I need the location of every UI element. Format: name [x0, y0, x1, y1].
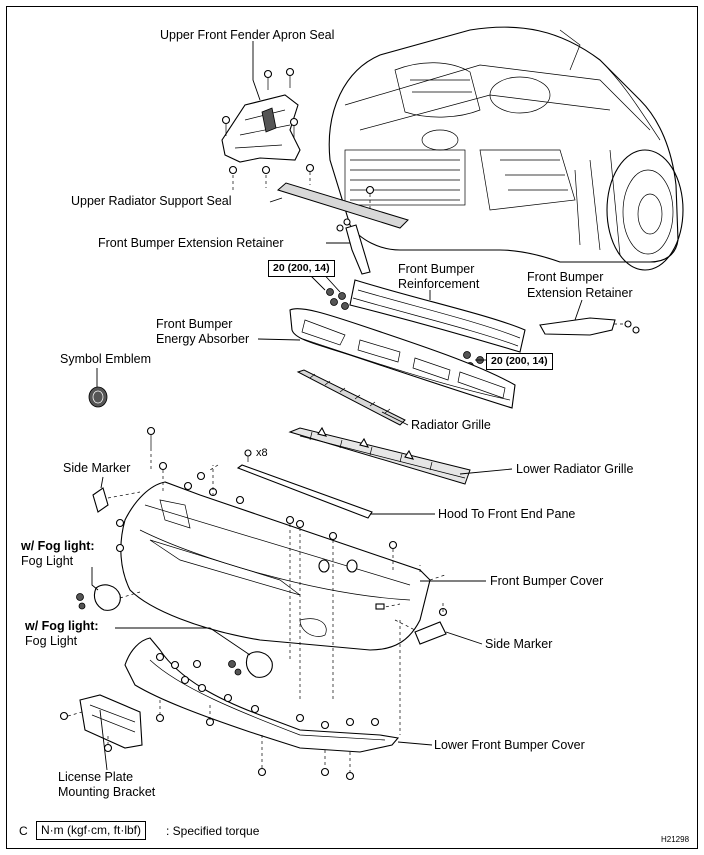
label-front-bumper-cover: Front Bumper Cover	[490, 574, 604, 588]
upper-radiator-support-seal-part	[232, 172, 409, 229]
label-energy-absorber-line2: Energy Absorber	[156, 332, 250, 346]
label-side-marker-left: Side Marker	[63, 461, 131, 475]
extension-retainer-right-part	[539, 317, 640, 336]
symbol-emblem-part	[88, 386, 108, 408]
label-fog-light-2-name: Fog Light	[25, 634, 78, 648]
label-hood-front-end-pane: Hood To Front End Pane	[438, 507, 576, 521]
diagram-frame	[6, 6, 698, 849]
label-lower-front-bumper-cover: Lower Front Bumper Cover	[434, 738, 585, 752]
fog-light-lower-part	[228, 651, 273, 678]
license-bracket-part	[59, 694, 143, 753]
label-extension-retainer-right-line2: Extension Retainer	[527, 286, 633, 300]
label-upper-fender-apron-seal: Upper Front Fender Apron Seal	[160, 28, 335, 42]
label-extension-retainer-right-line1: Front Bumper	[527, 270, 604, 284]
label-symbol-emblem: Symbol Emblem	[60, 352, 151, 366]
legend-letter: C	[19, 824, 28, 838]
lower-bumper-cover-part	[124, 620, 401, 781]
torque-spec-box-top: 20 (200, 14)	[268, 260, 335, 277]
legend-torque-units-box: N·m (kgf·cm, ft·lbf)	[36, 821, 146, 840]
fastener-quantity: x8	[256, 447, 268, 459]
extension-retainer-left-part	[336, 218, 371, 275]
hood-front-end-pane-part	[236, 449, 373, 519]
upper-fender-apron-seal-part	[221, 67, 315, 175]
legend-description: : Specified torque	[166, 824, 260, 838]
torque-spec-box-right: 20 (200, 14)	[486, 353, 553, 370]
label-lower-radiator-grille: Lower Radiator Grille	[516, 462, 634, 476]
label-fog-light-1-condition: w/ Fog light:	[21, 539, 95, 553]
side-marker-left-part	[92, 487, 141, 513]
label-radiator-grille: Radiator Grille	[411, 418, 491, 432]
lower-radiator-grille-part	[288, 426, 471, 485]
figure-code: H21298	[661, 835, 690, 844]
label-fog-light-1-name: Fog Light	[21, 554, 74, 568]
fog-light-upper-part	[76, 584, 141, 611]
label-license-line2: Mounting Bracket	[58, 785, 156, 799]
label-reinforcement-line1: Front Bumper	[398, 262, 475, 276]
leader-lines	[91, 41, 583, 771]
front-bumper-cover-part	[115, 426, 448, 700]
energy-absorber-part	[289, 308, 516, 409]
label-reinforcement-line2: Reinforcement	[398, 277, 480, 291]
label-energy-absorber-line1: Front Bumper	[156, 317, 233, 331]
label-fog-light-2-condition: w/ Fog light:	[25, 619, 99, 633]
vehicle-front-body	[328, 26, 684, 271]
label-license-line1: License Plate	[58, 770, 134, 784]
radiator-grille-part	[296, 369, 406, 426]
label-extension-retainer-left: Front Bumper Extension Retainer	[98, 236, 284, 250]
side-marker-right-part	[375, 603, 447, 645]
label-side-marker-right: Side Marker	[485, 637, 553, 651]
label-upper-radiator-support-seal: Upper Radiator Support Seal	[71, 194, 232, 208]
bumper-reinforcement-part	[326, 279, 526, 370]
